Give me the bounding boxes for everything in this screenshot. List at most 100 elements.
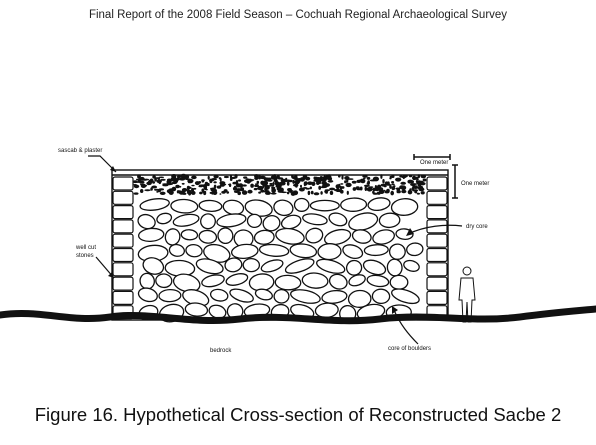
facing-stone: [112, 233, 134, 248]
gravel-stone: [241, 190, 248, 195]
facing-stone: [426, 262, 448, 277]
gravel-stone: [378, 190, 385, 194]
right-facing-stones: [426, 176, 448, 320]
boulder: [351, 229, 372, 244]
gravel-stone: [417, 184, 422, 187]
gravel-stone: [203, 185, 208, 190]
gravel-stone: [137, 174, 141, 179]
facing-stone: [426, 176, 448, 191]
gravel-stone: [150, 187, 153, 191]
boulder: [348, 212, 379, 231]
gravel-stone: [219, 193, 222, 195]
label-well-cut: well cut: [75, 245, 96, 251]
gravel-stone: [132, 180, 138, 184]
gravel-stone: [408, 174, 413, 178]
gravel-stone: [391, 181, 395, 184]
gravel-stone: [366, 176, 371, 180]
boulder: [198, 199, 223, 212]
gravel-stone: [269, 182, 273, 185]
gravel-stone: [292, 179, 295, 184]
gravel-stone: [338, 175, 341, 178]
gravel-stone: [154, 188, 159, 191]
gravel-stone: [344, 176, 350, 180]
gravel-stone: [287, 188, 292, 192]
gravel-stone: [359, 179, 362, 183]
gravel-stone: [238, 179, 241, 182]
gravel-stone: [329, 191, 334, 195]
facing-stone: [112, 204, 134, 220]
gravel-stone: [291, 174, 294, 179]
gravel-stone: [270, 175, 277, 180]
gravel-stone: [415, 189, 418, 194]
gravel-stone: [344, 180, 349, 183]
gravel-stone: [177, 175, 181, 179]
gravel-stone: [211, 192, 216, 195]
gravel-stone: [213, 184, 217, 189]
gravel-stone: [348, 178, 354, 180]
gravel-stone: [269, 184, 275, 187]
boulder: [316, 258, 346, 274]
boulder: [280, 214, 302, 230]
human-scale-figure: [458, 266, 476, 323]
gravel-stone: [262, 180, 269, 186]
gravel-stone: [209, 191, 213, 194]
gravel-stone: [140, 189, 144, 193]
label-dry-core: dry core: [466, 224, 488, 230]
boulder: [224, 257, 243, 273]
boulder: [301, 272, 329, 289]
gravel-stone: [142, 184, 148, 187]
boulder: [260, 259, 284, 273]
boulder: [217, 227, 234, 245]
gravel-stone: [311, 181, 316, 186]
gravel-stone: [248, 178, 252, 181]
boulder: [317, 243, 342, 261]
gravel-stone: [380, 174, 383, 179]
bedrock-ground-line: [0, 305, 596, 325]
gravel-stone: [410, 183, 416, 186]
boulder: [254, 288, 273, 301]
boulder: [367, 197, 391, 212]
gravel-stone: [211, 188, 217, 193]
gravel-stone: [334, 188, 340, 192]
gravel-stone: [191, 184, 195, 187]
gravel-stone: [209, 178, 213, 184]
boulder: [406, 242, 424, 257]
boulder: [180, 229, 199, 241]
gravel-stone: [138, 178, 143, 181]
gravel-stone: [178, 190, 185, 195]
gravel-stone: [168, 190, 174, 195]
gravel-stone: [292, 190, 299, 196]
gravel-stone: [234, 174, 238, 179]
facing-stone: [112, 176, 134, 191]
gravel-stone: [335, 184, 341, 189]
gravel-stone: [420, 191, 425, 195]
gravel-stone: [254, 183, 259, 185]
gravel-stone: [180, 173, 187, 179]
gravel-stone: [198, 181, 202, 184]
gravel-stone: [270, 192, 277, 195]
gravel-stone: [162, 183, 168, 186]
scale-bar-vertical: [452, 164, 458, 199]
boulder: [386, 258, 403, 277]
boulder: [262, 214, 281, 232]
gravel-stone: [210, 187, 213, 190]
boulder: [172, 213, 200, 227]
left-facing-stones: [112, 176, 134, 320]
gravel-stone: [384, 190, 390, 194]
gravel-stone: [280, 178, 287, 183]
gravel-stone: [240, 187, 245, 192]
boulder: [403, 259, 420, 272]
gravel-stone: [300, 184, 302, 188]
arrowheads: [108, 166, 414, 314]
boulder: [142, 257, 165, 275]
gravel-stone: [341, 186, 345, 189]
gravel-stone: [416, 192, 420, 195]
boulder: [225, 273, 249, 286]
gravel-stone: [313, 177, 316, 180]
gravel-stone: [186, 191, 193, 195]
boulder: [289, 243, 318, 259]
gravel-stone: [219, 177, 222, 182]
facing-stone: [426, 247, 448, 263]
boulder: [328, 273, 348, 290]
label-core-of-boulders: core of boulders: [388, 346, 431, 352]
